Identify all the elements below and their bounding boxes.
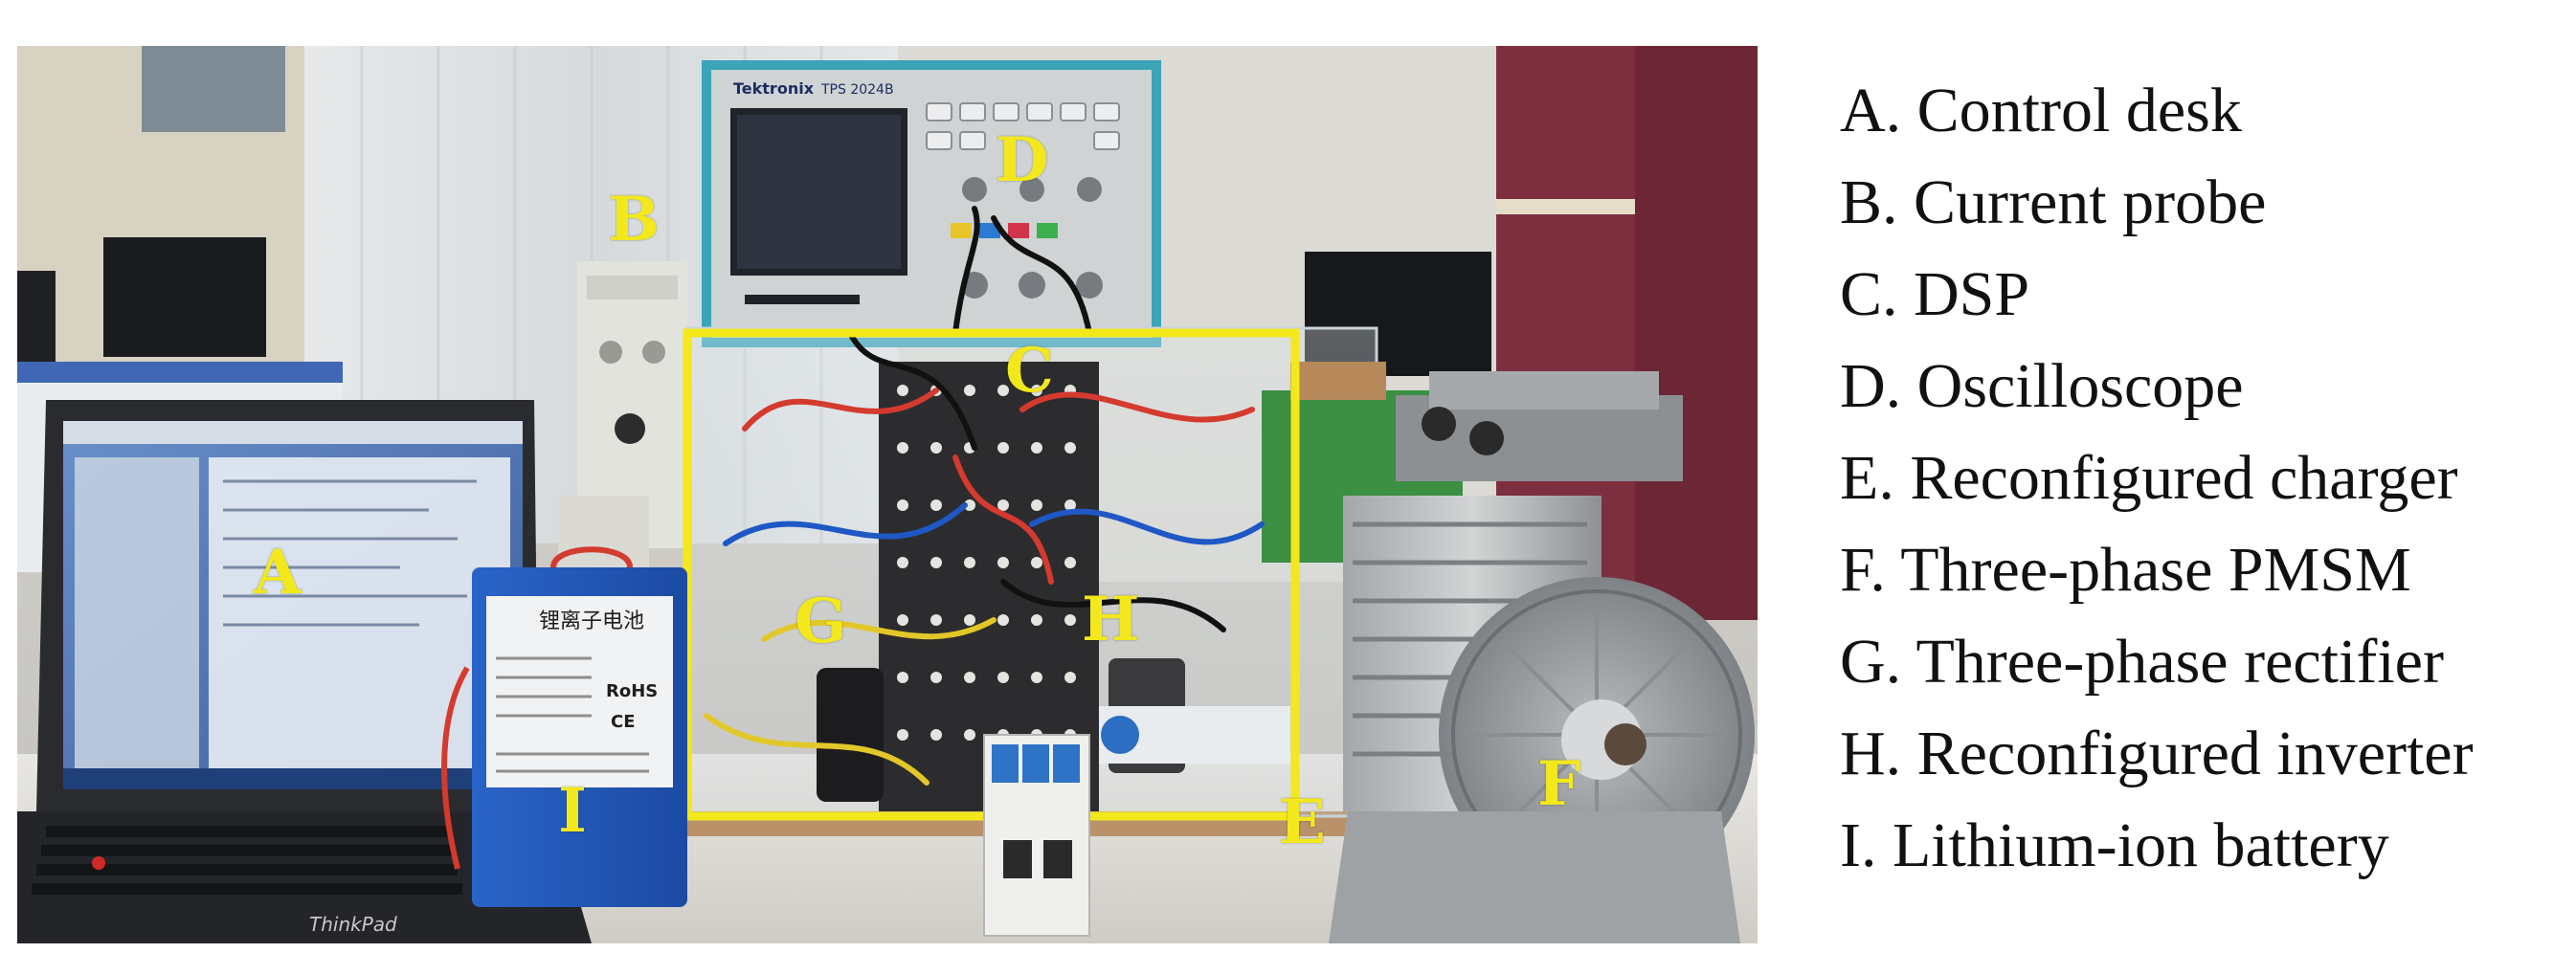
legend-list: A. Control desk B. Current probe C. DSP … bbox=[1840, 65, 2567, 892]
callout-h: H bbox=[1082, 584, 1140, 655]
oscilloscope-brand-text: Tektronix bbox=[733, 79, 815, 98]
legend-item-b: B. Current probe bbox=[1840, 167, 2267, 237]
callout-e: E bbox=[1279, 787, 1326, 858]
callout-b: B bbox=[608, 184, 661, 255]
legend-item-h: H. Reconfigured inverter bbox=[1840, 719, 2474, 788]
oscilloscope: Tektronix TPS 2024B bbox=[702, 60, 1161, 347]
circuit-breaker bbox=[983, 734, 1090, 937]
callout-c: C bbox=[1005, 335, 1054, 407]
legend-item-i: I. Lithium-ion battery bbox=[1840, 810, 2389, 880]
battery-title-text: 锂离子电池 bbox=[539, 609, 644, 633]
legend-item-a: A. Control desk bbox=[1840, 76, 2242, 145]
battery-ce-text: CE bbox=[611, 712, 636, 732]
test-bench-photo: ThinkPad Tektronix TPS 2024B bbox=[17, 46, 1758, 943]
legend-item-f: F. Three-phase PMSM bbox=[1840, 535, 2411, 605]
callout-g: G bbox=[795, 586, 847, 657]
battery-rohs-text: RoHS bbox=[606, 681, 658, 701]
three-phase-pmsm bbox=[1329, 371, 1755, 943]
legend-item-d: D. Oscilloscope bbox=[1840, 351, 2244, 421]
lithium-ion-battery: 锂离子电池 RoHS CE bbox=[441, 546, 687, 907]
callout-a: A bbox=[254, 537, 302, 609]
callout-d: D bbox=[996, 124, 1049, 196]
laptop: ThinkPad bbox=[17, 400, 592, 943]
legend-item-c: C. DSP bbox=[1840, 259, 2030, 329]
oscilloscope-model-text: TPS 2024B bbox=[820, 82, 894, 98]
laptop-brand-text: ThinkPad bbox=[309, 913, 397, 936]
test-bench-illustration: ThinkPad Tektronix TPS 2024B bbox=[17, 46, 1758, 943]
callout-i: I bbox=[558, 775, 587, 847]
legend-item-e: E. Reconfigured charger bbox=[1840, 443, 2458, 513]
callout-f: F bbox=[1537, 748, 1581, 820]
legend-item-g: G. Three-phase rectifier bbox=[1840, 627, 2444, 697]
